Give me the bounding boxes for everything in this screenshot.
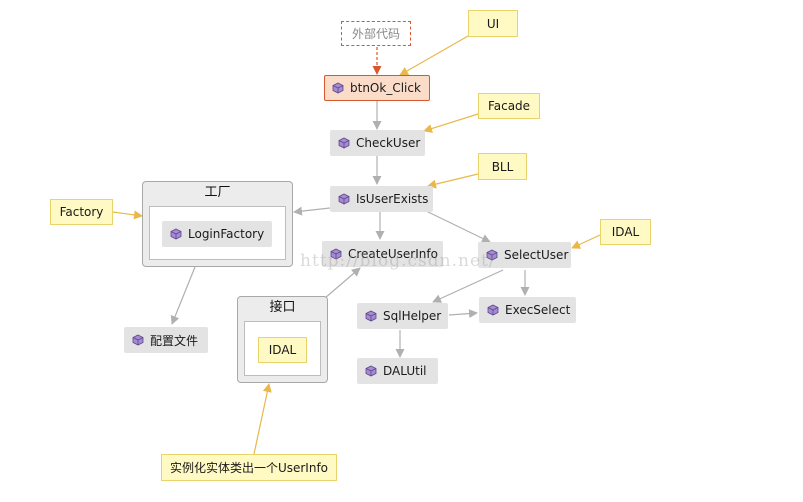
method-icon [132,334,144,346]
node-label: CheckUser [356,136,421,150]
node-label: DALUtil [383,364,427,378]
note-idal-inner: IDAL [258,337,307,363]
method-icon [338,193,350,205]
node-label: ExecSelect [505,303,571,317]
node-label: 配置文件 [150,333,199,348]
edge-selectuser-to-sqlhelper [432,269,504,303]
note-factory: Factory [50,199,113,225]
node-config-file[interactable]: 配置文件 [124,327,208,353]
note-bll: BLL [478,153,527,180]
method-icon [338,137,350,149]
external-code-box: 外部代码 [341,21,411,46]
edge-isuserexists-to-selectuser [423,209,491,243]
edge-factory-to-config [170,266,196,325]
method-icon [332,82,344,94]
interface-group: 接口 [237,296,328,383]
edge-isuserexists-to-factory [293,206,331,216]
node-sqlhelper[interactable]: SqlHelper [357,303,448,329]
node-createuserinfo[interactable]: CreateUserInfo [322,241,443,267]
note-edge-factory [112,210,143,220]
note-edge-facade [423,113,479,133]
node-label: CreateUserInfo [348,247,438,261]
node-label: SqlHelper [383,309,442,323]
node-btnok-click[interactable]: btnOk_Click [324,75,430,101]
watermark: http://blog.csdn.net/ [300,251,496,271]
method-icon [170,228,182,240]
factory-group-title: 工厂 [204,185,231,200]
node-selectuser[interactable]: SelectUser [478,242,571,268]
method-icon [330,248,342,260]
note-edge-instantiate [253,383,272,455]
node-dalutil[interactable]: DALUtil [357,358,438,384]
node-label: IsUserExists [356,192,429,206]
method-icon [365,365,377,377]
method-icon [487,304,499,316]
note-edge-bll [427,173,479,189]
note-edge-ui [399,35,469,76]
node-isuserexists[interactable]: IsUserExists [330,186,433,212]
note-ui: UI [468,10,518,37]
note-idal-right: IDAL [600,219,651,245]
node-label: SelectUser [504,248,569,262]
node-execselect[interactable]: ExecSelect [479,297,576,323]
node-loginfactory[interactable]: LoginFactory [162,221,272,247]
method-icon [365,310,377,322]
method-icon [486,249,498,261]
edge-sqlhelper-to-execselect [448,309,478,319]
node-label: btnOk_Click [350,81,421,95]
note-edge-idal-right [571,234,601,249]
note-instantiate-userinfo: 实例化实体类出一个UserInfo [161,454,337,481]
note-facade: Facade [478,93,540,119]
node-checkuser[interactable]: CheckUser [330,130,425,156]
interface-group-title: 接口 [269,300,296,315]
node-label: LoginFactory [188,227,265,241]
